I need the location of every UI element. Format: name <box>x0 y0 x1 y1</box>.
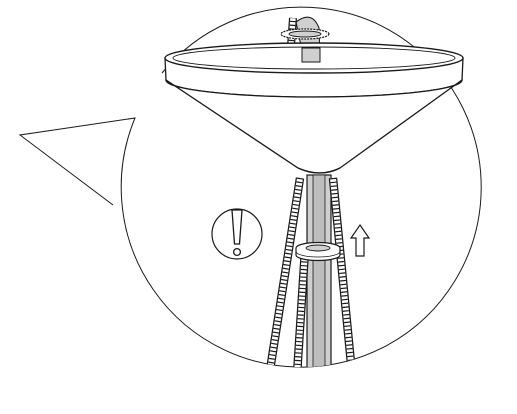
funnel-dish <box>164 16 464 174</box>
center-pole <box>306 174 332 368</box>
tripod-legs <box>258 177 361 368</box>
pole-collar <box>295 241 341 262</box>
top-clip <box>280 28 330 40</box>
arrow-up-icon <box>349 223 371 257</box>
exclamation-circle-icon <box>211 208 263 260</box>
